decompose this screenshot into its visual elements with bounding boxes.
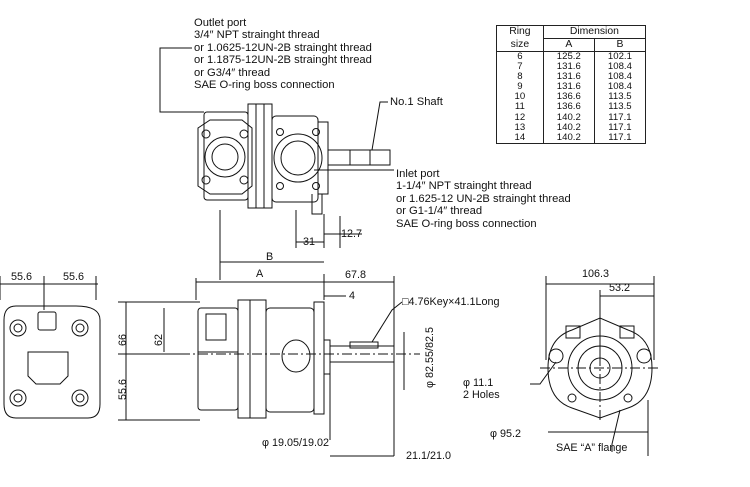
inlet-port-line-3: or 1.625-12 UN-2B strainght thread [396,192,571,205]
a-cell: 131.6 [543,82,595,93]
dim-55-6-vertical: 55.6 [117,378,129,400]
outlet-port-line-1: Outlet port [194,17,247,29]
a-cell: 131.6 [543,72,595,83]
inlet-port-circle [274,134,322,182]
b-cell: 117.1 [608,111,632,123]
dim-4: 4 [349,290,356,302]
header-ring: Ring [496,25,544,39]
a-cell: 140.2 [543,122,595,133]
a-cell: 136.6 [543,92,595,103]
holes-count: 2 Holes [463,389,500,401]
b-cell: 117.1 [608,131,632,143]
shaft-label: No.1 Shaft [390,96,443,108]
top-view [160,48,394,280]
table-row: 6 125.2 102.1 [496,51,646,63]
inlet-port-line-4: or G1-1/4″ thread [396,205,483,218]
outlet-port-line-6: SAE O-ring boss connection [194,79,335,92]
left-end-view [0,276,100,418]
outlet-port-line-5: or G3/4″ thread [194,66,271,79]
outlet-flange-plate [198,120,252,194]
left-end-body [4,306,100,418]
holes-diameter: φ 11.1 [463,377,494,389]
shaft-top [328,150,390,165]
outlet-port-line-2: 3/4″ NPT strainght thread [194,29,320,42]
side-view [118,274,420,456]
b-cell: 102.1 [594,51,646,63]
ring-cell: 13 [496,122,544,133]
side-inlet-block [266,308,314,412]
ring-cell: 8 [496,72,544,83]
outlet-port-circle [205,137,245,177]
b-cell: 108.4 [607,71,632,83]
dim-31: 31 [303,236,316,248]
ring-cell: 12 [496,112,544,123]
a-cell: 140.2 [543,112,595,123]
dim-55-6-left: 55.6 [11,271,33,283]
dim-53-2: 53.2 [609,282,631,294]
b-cell: 113.5 [608,101,632,113]
table-row: 11 136.6 113.5 [496,101,646,113]
dim-95-2: φ 95.2 [490,428,522,440]
dim-55-6-right: 55.6 [63,271,85,283]
header-col-b: B [594,38,646,52]
flange-end-view [530,276,660,456]
ring-cell: 14 [496,132,544,144]
table-row: 8 131.6 108.4 [496,71,646,83]
inlet-port-line-2: 1-1/4″ NPT strainght thread [396,180,532,193]
dim-shaft-diameter: φ 19.05/19.02 [262,437,330,449]
header-dimension: Dimension [569,26,619,37]
dim-21-1: 21.1/21.0 [406,450,452,462]
a-cell: 125.2 [543,51,595,63]
dim-62: 62 [153,333,165,346]
table-row: 9 131.6 108.4 [496,81,646,93]
header-size: size [496,38,544,52]
a-cell: 136.6 [543,102,595,113]
outlet-section [204,112,248,200]
table-row: 12 140.2 117.1 [496,111,646,123]
header-col-a: A [543,38,595,52]
side-cartridge [238,300,266,418]
outlet-port-line-4: or 1.1875-12UN-2B strainght thread [194,54,372,67]
b-cell: 108.4 [607,81,632,93]
table-row: 13 140.2 117.1 [496,121,646,133]
side-mount-flange [314,302,324,414]
dim-67-8: 67.8 [345,269,367,281]
outlet-port-line-3: or 1.0625-12UN-2B strainght thread [194,41,372,54]
outlet-leader [160,48,204,112]
inlet-port-note: Inlet port 1-1/4″ NPT strainght thread o… [396,168,571,230]
ring-cell: 10 [496,92,544,103]
a-cell: 131.6 [543,61,595,73]
table-row: 7 131.6 108.4 [496,61,646,73]
ring-cell: 6 [496,51,544,63]
table-row: 10 136.6 113.5 [496,91,646,103]
dim-A: A [256,268,264,280]
a-cell: 140.2 [543,132,595,144]
ring-dimension-table: Ring Dimension size A B 6 125.2 102.1 7 … [496,25,646,144]
dim-12-7: 12.7 [341,228,363,240]
dim-B: B [266,251,274,263]
b-cell: 108.4 [607,61,632,73]
outlet-port-note: Outlet port 3/4″ NPT strainght thread or… [194,17,372,91]
table-row: 14 140.2 117.1 [496,131,646,144]
side-outlet-block [198,308,238,410]
ring-cell: 9 [496,82,544,93]
inlet-port-line-1: Inlet port [396,168,440,180]
inlet-port-line-5: SAE O-ring boss connection [396,217,537,230]
ring-cell: 11 [496,102,544,113]
shaft-leader [372,102,388,150]
key-spec: □4.76Key×41.1Long [402,296,500,308]
b-cell: 113.5 [608,91,632,103]
b-cell: 117.1 [608,121,632,133]
ring-cell: 7 [496,61,544,73]
flange-type: SAE “A” flange [556,442,628,454]
dim-66: 66 [117,333,129,346]
dim-pilot-diameter: φ 82.55/82.5 [424,326,436,388]
dim-106-3: 106.3 [582,268,610,280]
